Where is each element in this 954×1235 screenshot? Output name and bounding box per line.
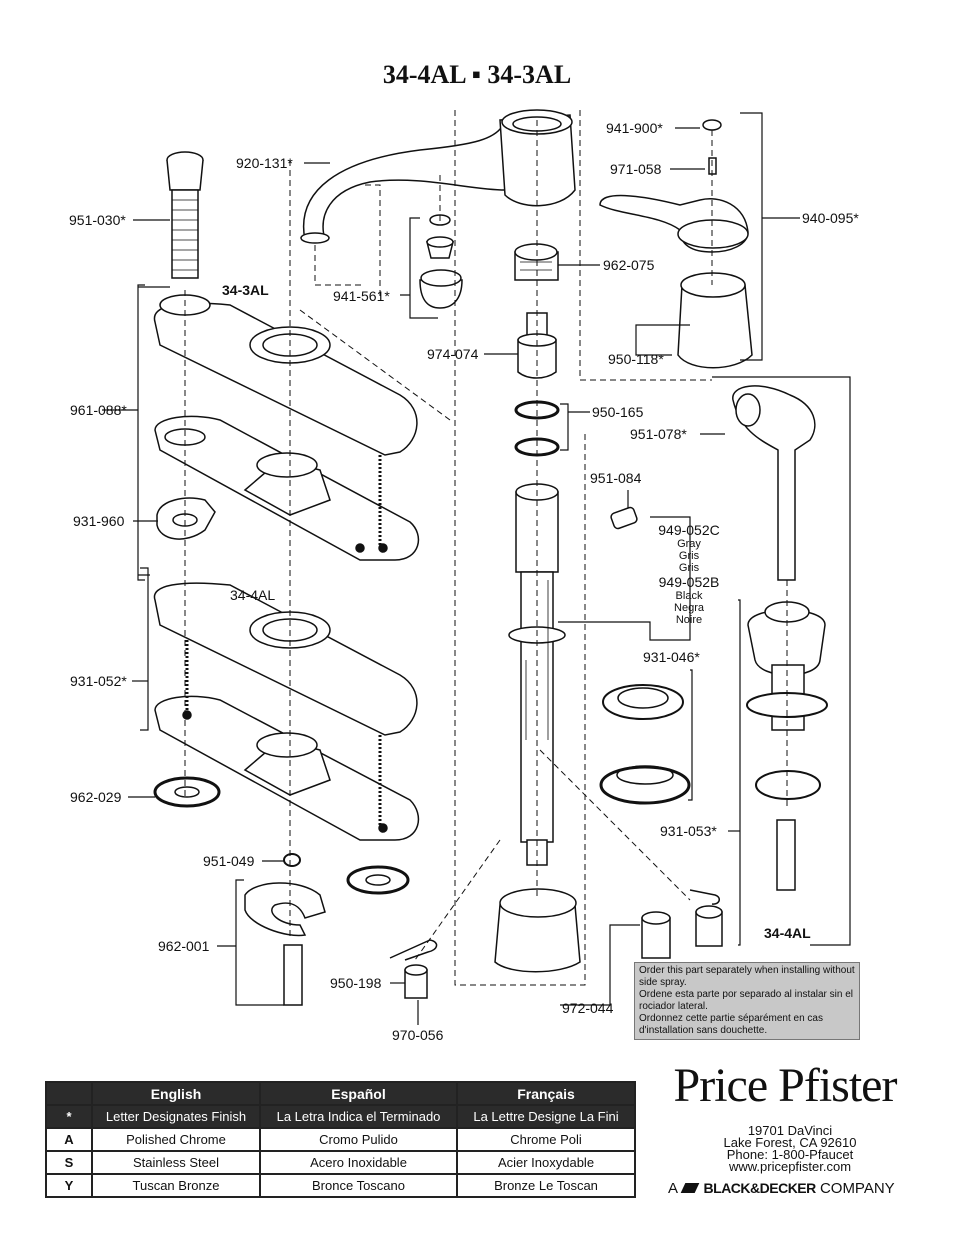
exploded-parts-diagram (102, 109, 851, 1025)
color-options: 949-052C Gray Gris Gris 949-052B Black N… (654, 522, 724, 626)
finish-table: English Español Français * Letter Design… (45, 1081, 636, 1198)
finish-fr: Acier Inoxydable (456, 1150, 636, 1175)
label-971-058: 971-058 (610, 161, 662, 177)
handle-cap-part (677, 272, 753, 369)
order-note: Order this part separately when installi… (634, 962, 860, 1040)
company-name: BLACK&DECKER (703, 1180, 817, 1196)
deck-plate-4al (153, 582, 420, 841)
finish-es: La Letra Indica el Terminado (259, 1104, 458, 1129)
label-931-046: 931-046* (643, 649, 700, 665)
label-931-053: 931-053* (660, 823, 717, 839)
brand-address: 19701 DaVinci Lake Forest, CA 92610 Phon… (700, 1123, 880, 1174)
model-label-34-4al-plate: 34-4AL (230, 587, 276, 603)
escutcheon-931-046-part (599, 684, 691, 805)
side-spray-part (732, 385, 816, 581)
label-962-029: 962-029 (70, 789, 122, 805)
label-951-078: 951-078* (630, 426, 687, 442)
finish-row: * Letter Designates Finish La Letra Indi… (45, 1104, 636, 1129)
address-line1: 19701 DaVinci (747, 1123, 833, 1138)
model-label-34-3al: 34-3AL (222, 282, 269, 298)
header-francais: Français (456, 1081, 636, 1106)
finish-en: Letter Designates Finish (91, 1104, 261, 1129)
header-english: English (91, 1081, 261, 1106)
finish-en: Polished Chrome (91, 1127, 261, 1152)
finish-row: A Polished Chrome Cromo Pulido Chrome Po… (45, 1127, 636, 1152)
address-web: www.pricepfister.com (728, 1159, 852, 1174)
label-970-056: 970-056 (392, 1027, 444, 1043)
company-prefix: A (668, 1180, 678, 1197)
header-blank (45, 1081, 93, 1106)
mounting-base-part (494, 888, 581, 973)
header-espanol: Español (259, 1081, 458, 1106)
label-962-075: 962-075 (603, 257, 655, 273)
label-940-095: 940-095* (802, 210, 859, 226)
finish-key: Y (45, 1173, 93, 1198)
label-950-165: 950-165 (592, 404, 644, 420)
finish-fr: Chrome Poli (456, 1127, 636, 1152)
page-title: 34-4AL ▪ 34-3AL (382, 60, 572, 89)
label-974-074: 974-074 (427, 346, 479, 362)
label-931-052: 931-052* (70, 673, 127, 689)
finish-key: * (45, 1104, 93, 1129)
gray-es: Gris (678, 550, 700, 562)
finish-fr: La Lettre Designe La Fini (456, 1104, 636, 1129)
finish-es: Cromo Pulido (259, 1127, 458, 1152)
escutcheon-clip-part (156, 497, 216, 540)
parent-company: A BLACK&DECKER COMPANY (668, 1180, 895, 1197)
handle-part (599, 119, 749, 253)
label-961-088: 961-088* (70, 402, 127, 418)
black-en: Black (675, 590, 703, 602)
finish-fr: Bronze Le Toscan (456, 1173, 636, 1198)
gray-en: Gray (677, 538, 701, 550)
model-label-34-4al-spray: 34-4AL (764, 925, 811, 941)
label-951-030: 951-030* (69, 212, 126, 228)
company-suffix: COMPANY (819, 1180, 895, 1197)
gray-fr: Gris (678, 562, 700, 574)
note-es: Ordene esta parte por separado al instal… (639, 989, 854, 1012)
deck-plate-3al (153, 294, 420, 561)
brand-logo: Price Pfister (673, 1059, 898, 1112)
finish-en: Tuscan Bronze (91, 1173, 261, 1198)
label-950-198: 950-198 (330, 975, 382, 991)
wrench-part (244, 882, 326, 1006)
black-code: 949-052B (658, 574, 720, 590)
aerator-part (419, 214, 463, 309)
finish-header-row: English Español Français (45, 1081, 636, 1106)
label-941-561: 941-561* (333, 288, 390, 304)
label-920-131: 920-131* (236, 155, 293, 171)
finish-es: Acero Inoxidable (259, 1150, 458, 1175)
gray-code: 949-052C (658, 522, 720, 538)
finish-row: Y Tuscan Bronze Bronce Toscano Bronze Le… (45, 1173, 636, 1198)
finish-en: Stainless Steel (91, 1150, 261, 1175)
nut-962-029-part (153, 776, 221, 808)
supply-connector-part (166, 151, 204, 279)
hex-logo-icon (681, 1183, 700, 1193)
note-en: Order this part separately when installi… (639, 965, 855, 988)
label-951-084: 951-084 (590, 470, 642, 486)
label-950-118: 950-118* (608, 351, 664, 367)
black-es: Negra (674, 602, 704, 614)
label-972-044: 972-044 (562, 1000, 614, 1016)
finish-es: Bronce Toscano (259, 1173, 458, 1198)
address-phone: Phone: 1-800-Pfaucet (726, 1147, 854, 1162)
label-951-049: 951-049 (203, 853, 255, 869)
label-941-900: 941-900* (606, 120, 663, 136)
finish-row: S Stainless Steel Acero Inoxidable Acier… (45, 1150, 636, 1175)
finish-key: S (45, 1150, 93, 1175)
note-fr: Ordonnez cette partie séparément en cas … (639, 1013, 823, 1036)
address-line2: Lake Forest, CA 92610 (723, 1135, 857, 1150)
finish-key: A (45, 1127, 93, 1152)
black-fr: Noire (675, 614, 703, 626)
label-931-960: 931-960 (73, 513, 125, 529)
label-962-001: 962-001 (158, 938, 210, 954)
spacer-972-044-part (641, 911, 671, 959)
